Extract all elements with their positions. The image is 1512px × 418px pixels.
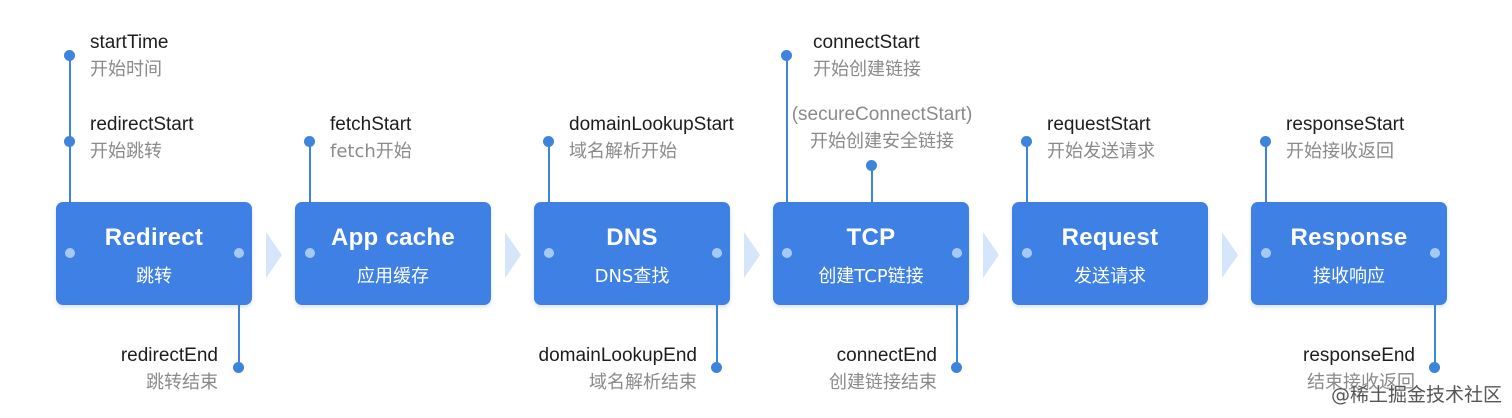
stage-response: Response 接收响应 xyxy=(1251,202,1447,305)
stage-tcp: TCP 创建TCP链接 xyxy=(773,202,969,305)
label-secureconnectstart: (secureConnectStart) 开始创建安全链接 xyxy=(782,102,982,156)
event-desc: 跳转结束 xyxy=(146,372,218,393)
responseend-marker xyxy=(1429,362,1440,373)
event-name: connectEnd xyxy=(836,345,937,366)
responsestart-marker xyxy=(1260,136,1271,147)
stage-title: App cache xyxy=(330,224,456,251)
label-connectstart: connectStart 开始创建链接 xyxy=(813,30,921,84)
flow-arrow-3 xyxy=(744,232,760,278)
event-desc: 开始跳转 xyxy=(90,141,162,162)
event-name: (secureConnectStart) xyxy=(791,104,973,125)
requeststart-connector xyxy=(1026,140,1028,255)
requeststart-marker xyxy=(1021,136,1032,147)
connectend-marker xyxy=(951,362,962,373)
label-domainlookupstart: domainLookupStart 域名解析开始 xyxy=(569,112,734,166)
label-starttime: startTime 开始时间 xyxy=(90,30,168,84)
label-responseend: responseEnd 结束接收返回 xyxy=(1303,343,1415,397)
response-end-anchor xyxy=(1430,248,1440,258)
stage-subtitle: 发送请求 xyxy=(1074,266,1146,287)
stage-dns: DNS DNS查找 xyxy=(534,202,730,305)
label-domainlookupend: domainLookupEnd 域名解析结束 xyxy=(539,343,697,397)
event-desc: 开始接收返回 xyxy=(1286,141,1394,162)
event-desc: 域名解析开始 xyxy=(569,141,677,162)
stage-request: Request 发送请求 xyxy=(1012,202,1208,305)
redirectend-connector xyxy=(238,253,240,368)
label-requeststart: requestStart 开始发送请求 xyxy=(1047,112,1155,166)
event-name: responseEnd xyxy=(1303,345,1415,366)
starttime-marker xyxy=(64,50,75,61)
connectend-connector xyxy=(956,253,958,368)
responseend-connector xyxy=(1434,253,1436,368)
request-start-anchor xyxy=(1022,248,1032,258)
redirectstart-marker xyxy=(64,136,75,147)
dns-start-anchor xyxy=(544,248,554,258)
event-name: redirectStart xyxy=(90,114,194,135)
stage-title: DNS xyxy=(606,224,658,251)
domainlookupend-marker xyxy=(711,362,722,373)
flow-arrow-1 xyxy=(266,232,282,278)
connectstart-marker xyxy=(781,50,792,61)
event-desc: 创建链接结束 xyxy=(829,372,937,393)
stage-title: Redirect xyxy=(104,224,204,251)
stage-title: TCP xyxy=(846,224,896,251)
stage-subtitle: DNS查找 xyxy=(594,266,670,287)
event-name: fetchStart xyxy=(330,114,412,135)
secureconnectstart-marker xyxy=(866,160,877,171)
event-name: domainLookupStart xyxy=(569,114,734,135)
event-desc: 开始创建安全链接 xyxy=(810,131,954,152)
stage-title: Response xyxy=(1290,224,1408,251)
stage-subtitle: 接收响应 xyxy=(1313,266,1385,287)
event-desc: 结束接收返回 xyxy=(1307,372,1415,393)
connectstart-connector xyxy=(786,55,788,255)
event-desc: 开始创建链接 xyxy=(813,59,921,80)
event-desc: 域名解析结束 xyxy=(589,372,697,393)
label-redirectend: redirectEnd 跳转结束 xyxy=(121,343,218,397)
redirect-start-anchor xyxy=(65,248,75,258)
stage-title: Request xyxy=(1061,224,1159,251)
responsestart-connector xyxy=(1265,140,1267,255)
event-name: startTime xyxy=(90,32,169,53)
fetch-start-anchor xyxy=(305,248,315,258)
stage-redirect: Redirect 跳转 xyxy=(56,202,252,305)
event-name: connectStart xyxy=(813,32,920,53)
stage-subtitle: 创建TCP链接 xyxy=(818,266,924,287)
fetchstart-connector xyxy=(309,140,311,255)
redirect-end-anchor xyxy=(234,248,244,258)
flow-arrow-2 xyxy=(505,232,521,278)
fetchstart-marker xyxy=(304,136,315,147)
event-name: redirectEnd xyxy=(120,345,218,366)
label-responsestart: responseStart 开始接收返回 xyxy=(1286,112,1404,166)
event-desc: fetch开始 xyxy=(330,141,412,162)
label-redirectstart: redirectStart 开始跳转 xyxy=(90,112,193,166)
tcp-end-anchor xyxy=(952,248,962,258)
domainlookupend-connector xyxy=(716,253,718,368)
event-name: requestStart xyxy=(1047,114,1151,135)
response-start-anchor xyxy=(1261,248,1271,258)
event-name: responseStart xyxy=(1286,114,1405,135)
domainlookupstart-connector xyxy=(548,140,550,255)
redirectend-marker xyxy=(233,362,244,373)
event-desc: 开始发送请求 xyxy=(1047,141,1155,162)
starttime-connector xyxy=(69,55,71,255)
watermark: @稀土掘金技术社区 xyxy=(1330,384,1502,406)
stage-subtitle: 应用缓存 xyxy=(357,266,429,287)
stage-app-cache: App cache 应用缓存 xyxy=(295,202,491,305)
flow-arrow-5 xyxy=(1222,232,1238,278)
event-desc: 开始时间 xyxy=(90,59,162,80)
flow-arrow-4 xyxy=(983,232,999,278)
event-name: domainLookupEnd xyxy=(538,345,697,366)
domainlookupstart-marker xyxy=(543,136,554,147)
secureconnectstart-connector xyxy=(871,165,873,210)
label-fetchstart: fetchStart fetch开始 xyxy=(330,112,412,166)
stage-subtitle: 跳转 xyxy=(136,266,172,287)
label-connectend: connectEnd 创建链接结束 xyxy=(829,343,937,397)
tcp-start-anchor xyxy=(782,248,792,258)
dns-end-anchor xyxy=(712,248,722,258)
